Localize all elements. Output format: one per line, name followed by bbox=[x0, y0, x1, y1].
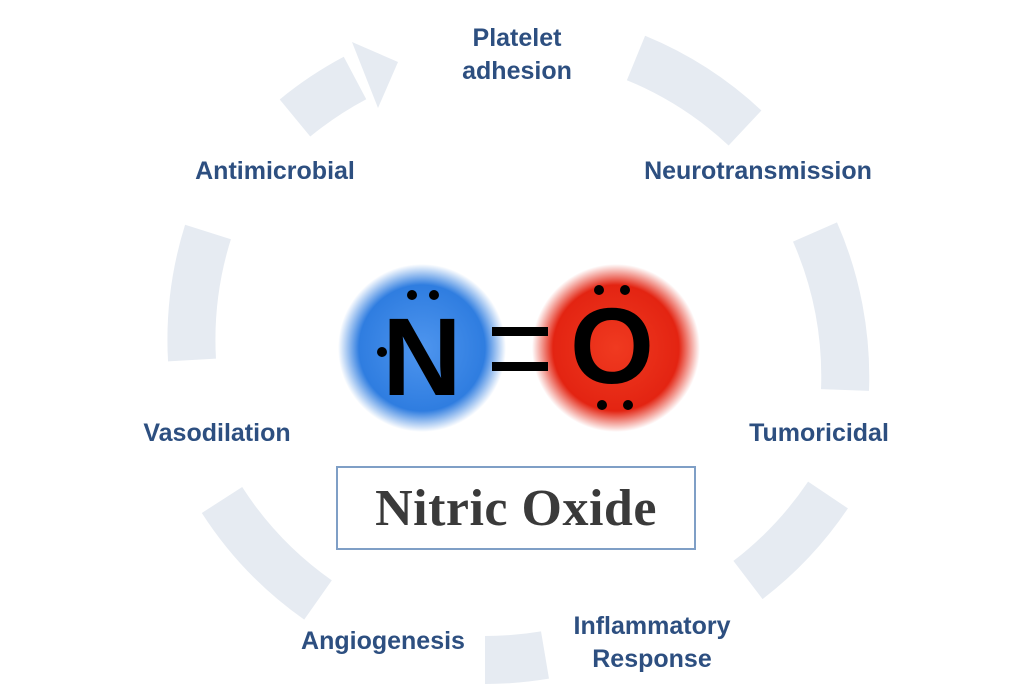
electron-dot bbox=[594, 285, 604, 295]
cycle-segment bbox=[167, 224, 231, 362]
label-vasodilation: Vasodilation bbox=[143, 419, 291, 447]
double-bond-top bbox=[492, 327, 548, 336]
nitrogen-atom bbox=[338, 264, 506, 432]
cycle-segment bbox=[733, 481, 848, 600]
diagram-title: Nitric Oxide bbox=[375, 479, 657, 537]
molecule-nitric-oxide: N O bbox=[338, 264, 700, 432]
double-bond-bottom bbox=[492, 362, 548, 371]
oxygen-symbol: O bbox=[570, 285, 654, 406]
label-angiogenesis: Angiogenesis bbox=[301, 627, 465, 655]
electron-dot bbox=[429, 290, 439, 300]
label-tumoricidal: Tumoricidal bbox=[749, 419, 889, 447]
label-platelet-adhesion: Platelet adhesion bbox=[462, 24, 572, 85]
electron-dot bbox=[377, 347, 387, 357]
cycle-arrowhead bbox=[352, 42, 398, 108]
cycle-segment bbox=[792, 222, 870, 391]
title-box: Nitric Oxide bbox=[336, 466, 696, 550]
cycle-arrow bbox=[167, 35, 870, 685]
nitrogen-symbol: N bbox=[382, 296, 461, 419]
electron-dot bbox=[597, 400, 607, 410]
label-antimicrobial: Antimicrobial bbox=[195, 157, 355, 185]
electron-dot bbox=[620, 285, 630, 295]
electron-dot bbox=[407, 290, 417, 300]
label-inflammatory-response: Inflammatory Response bbox=[573, 612, 731, 673]
cycle-segment bbox=[279, 56, 367, 137]
electron-dot bbox=[623, 400, 633, 410]
cycle-segment bbox=[484, 631, 549, 685]
label-neurotransmission: Neurotransmission bbox=[644, 157, 872, 185]
electron-dots bbox=[377, 285, 633, 410]
oxygen-atom bbox=[532, 264, 700, 432]
cycle-segment bbox=[626, 35, 762, 146]
cycle-segment bbox=[201, 486, 333, 620]
